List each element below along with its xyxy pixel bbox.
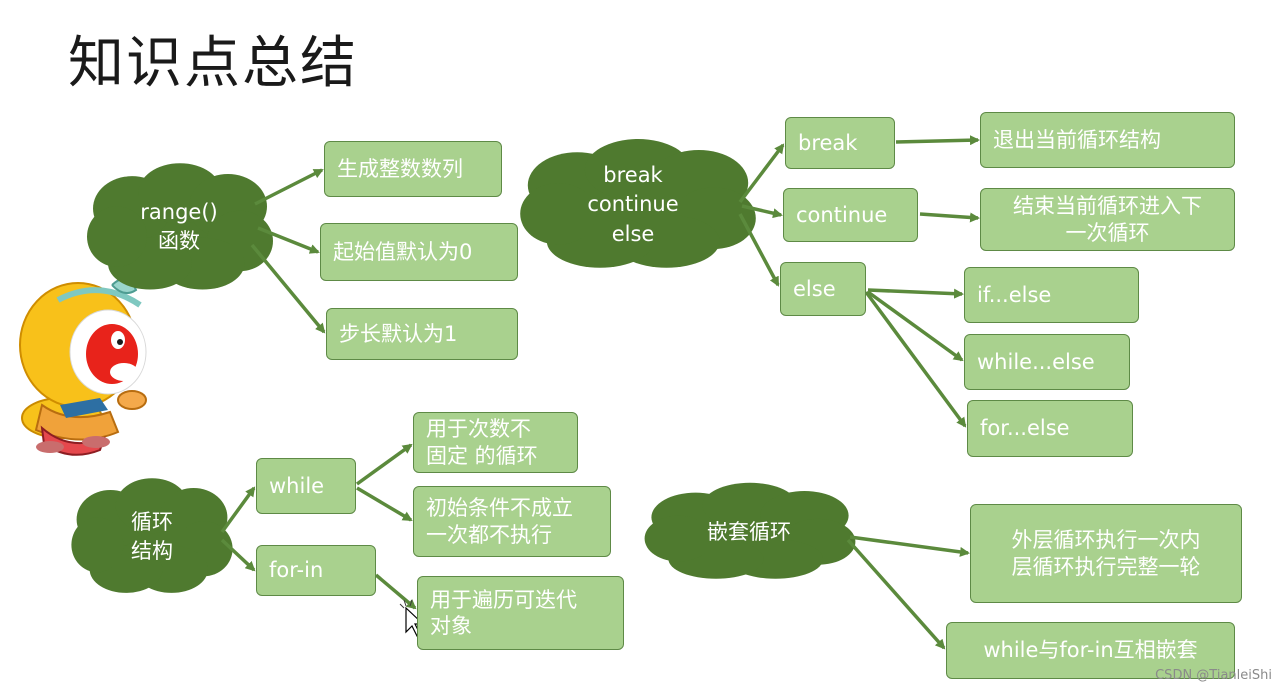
control-else: else <box>780 262 866 316</box>
cloud-nested: 嵌套循环 <box>680 508 818 558</box>
cloud-range: range() 函数 <box>118 190 240 264</box>
control-break: break <box>785 117 895 169</box>
while-item-2-line-2: 一次都不执行 <box>426 522 552 547</box>
arrow-loop-forin <box>220 538 256 572</box>
arrow-range-3 <box>250 243 326 334</box>
continue-desc: 结束当前循环进入下 一次循环 <box>980 188 1235 251</box>
cloud-shape-loop <box>71 478 233 593</box>
cloud-control: break continue else <box>562 158 704 252</box>
while-item-2: 初始条件不成立 一次都不执行 <box>413 486 611 557</box>
arrow-control-break <box>738 143 785 204</box>
arrow-control-continue <box>741 204 783 219</box>
arrow-range-2 <box>257 226 320 254</box>
nested-item-1-line-2: 层循环执行完整一轮 <box>1011 554 1201 579</box>
while-item-2-line-1: 初始条件不成立 <box>426 496 573 521</box>
arrow-while-2 <box>356 486 413 522</box>
arrow-else-if <box>867 288 964 299</box>
range-item-2: 起始值默认为0 <box>320 223 518 281</box>
arrow-control-else <box>738 213 780 287</box>
cloud-loop: 循环 结构 <box>100 500 204 574</box>
arrow-nested-2 <box>846 538 946 650</box>
while-item-1-line-1: 用于次数不 <box>426 417 531 442</box>
mascot-illustration <box>19 277 147 456</box>
cloud-control-line-1: break <box>603 162 663 187</box>
control-continue: continue <box>783 188 918 242</box>
arrow-loop-while <box>220 486 256 534</box>
forin-item-1-line-1: 用于遍历可迭代 <box>430 587 577 612</box>
cloud-range-line-1: range() <box>140 199 218 224</box>
arrow-nested-1 <box>849 535 970 557</box>
cloud-shape-nested <box>644 482 856 579</box>
nested-item-1-line-1: 外层循环执行一次内 <box>1011 528 1201 553</box>
forin-item-1: 用于遍历可迭代 对象 <box>417 576 624 650</box>
while-item-1-line-2: 固定 的循环 <box>426 443 538 468</box>
range-item-1: 生成整数数列 <box>324 141 502 197</box>
continue-desc-line-2: 一次循环 <box>1065 220 1150 245</box>
else-item-while: while...else <box>964 334 1130 390</box>
cloud-range-line-2: 函数 <box>158 229 200 253</box>
arrow-break-desc <box>895 135 980 146</box>
cloud-loop-line-1: 循环 <box>131 509 173 534</box>
loop-while: while <box>256 458 356 514</box>
arrow-else-while <box>866 290 964 362</box>
page-title: 知识点总结 <box>68 31 358 96</box>
arrow-while-1 <box>355 443 413 486</box>
break-desc: 退出当前循环结构 <box>980 112 1235 168</box>
loop-forin: for-in <box>256 545 376 596</box>
nested-item-1: 外层循环执行一次内 层循环执行完整一轮 <box>970 504 1242 603</box>
arrow-range-1 <box>254 168 324 206</box>
nested-item-2: while与for-in互相嵌套 <box>946 622 1235 679</box>
else-item-if: if...else <box>964 267 1139 323</box>
arrow-continue-desc <box>919 212 980 223</box>
watermark: CSDN @TianleiShi <box>1155 668 1272 683</box>
continue-desc-line-1: 结束当前循环进入下 <box>1013 194 1202 219</box>
forin-item-1-line-2: 对象 <box>430 614 472 638</box>
cloud-nested-line-1: 嵌套循环 <box>707 520 791 545</box>
cloud-shape-control <box>520 139 756 268</box>
cloud-control-line-2: continue <box>587 192 679 217</box>
arrow-forin-1 <box>374 573 417 610</box>
cloud-loop-line-2: 结构 <box>131 539 173 563</box>
cloud-shape-range <box>87 163 273 290</box>
cloud-control-line-3: else <box>611 221 655 246</box>
while-item-1: 用于次数不 固定 的循环 <box>413 412 578 473</box>
arrow-else-for <box>864 290 967 428</box>
range-item-3: 步长默认为1 <box>326 308 518 360</box>
else-item-for: for...else <box>967 400 1133 457</box>
